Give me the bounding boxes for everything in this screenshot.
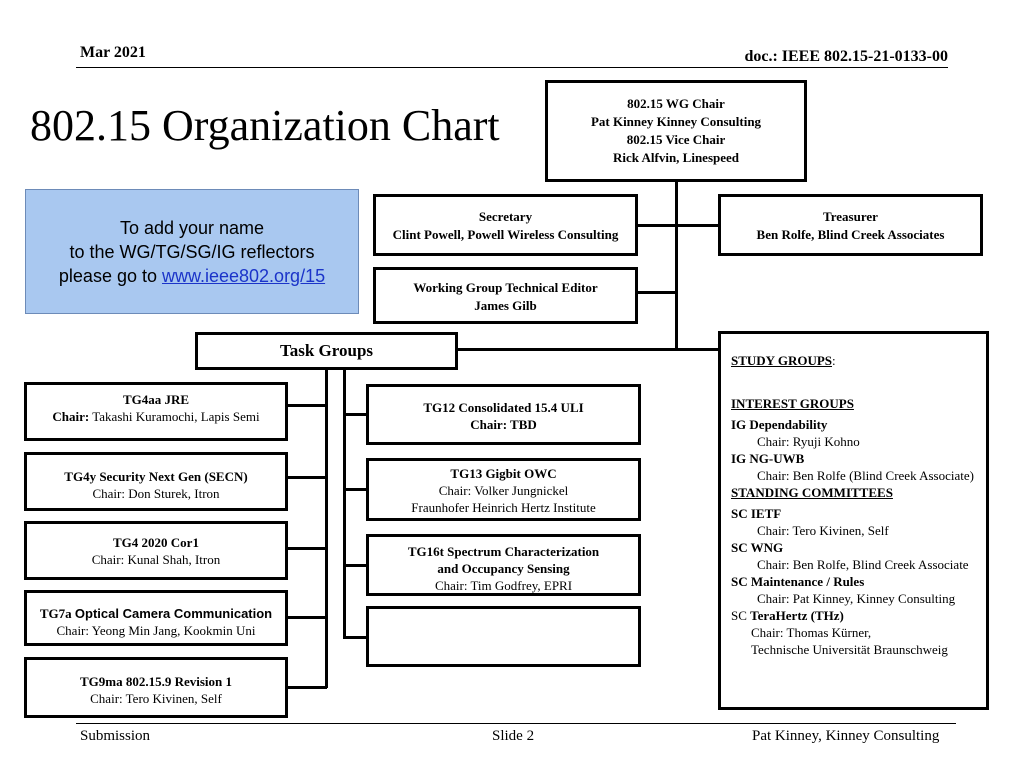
- tg-box-tg16t: TG16t Spectrum Characterization and Occu…: [366, 534, 641, 596]
- connector-tg-mid-2: [343, 488, 368, 491]
- connector-tg-left-2: [286, 476, 327, 479]
- connector-trunk: [675, 181, 678, 350]
- sc-terahertz-org: Technische Universität Braunschweig: [751, 642, 948, 657]
- tg-box-tg12: TG12 Consolidated 15.4 ULI Chair: TBD: [366, 384, 641, 445]
- tg-box-tg4aa: TG4aa JRE Chair: Takashi Kuramochi, Lapi…: [24, 382, 288, 441]
- tg-chair-name: Takashi Kuramochi, Lapis Semi: [89, 409, 260, 424]
- wg-chair-box: 802.15 WG Chair Pat Kinney Kinney Consul…: [545, 80, 807, 182]
- tg-title: TG4 2020 Cor1: [113, 535, 199, 550]
- task-groups-label: Task Groups: [279, 341, 374, 360]
- study-groups-colon: :: [832, 353, 836, 368]
- tg-box-tg13: TG13 Gigbit OWC Chair: Volker Jungnickel…: [366, 458, 641, 521]
- sc-wng: SC WNG: [731, 540, 784, 555]
- sc-wng-chair: Chair: Ben Rolfe, Blind Creek Associate: [757, 557, 969, 572]
- connector-tg-mid-1: [343, 413, 368, 416]
- tg-chair-label: Chair:: [52, 409, 90, 424]
- technical-editor-box: Working Group Technical Editor James Gil…: [373, 267, 638, 324]
- connector-tg-left-1: [286, 404, 327, 407]
- header-doc-id: doc.: IEEE 802.15-21-0133-00: [744, 48, 948, 65]
- tg-title: TG4y Security Next Gen (SECN): [64, 469, 248, 484]
- sc-terahertz-name: TeraHertz (THz): [750, 608, 844, 623]
- connector-tg-left-3: [286, 547, 327, 550]
- treasurer-name: Ben Rolfe, Blind Creek Associates: [756, 227, 945, 242]
- secretary-name: Clint Powell, Powell Wireless Consulting: [392, 227, 619, 242]
- tg-box-tg4y: TG4y Security Next Gen (SECN) Chair: Don…: [24, 452, 288, 511]
- tg-title: TG16t Spectrum Characterization: [407, 544, 600, 559]
- tg-chair: Chair: Don Sturek, Itron: [92, 486, 220, 501]
- sc-ietf-chair: Chair: Tero Kivinen, Self: [757, 523, 889, 538]
- header-date: Mar 2021: [80, 44, 146, 61]
- connector-tg-mid-4: [343, 636, 368, 639]
- ig-ng-uwb: IG NG-UWB: [731, 451, 805, 466]
- tg-org: Fraunhofer Heinrich Hertz Institute: [411, 500, 596, 515]
- tg-chair: Chair: Tim Godfrey, EPRI: [434, 578, 573, 593]
- connector-tg-left-spine: [325, 368, 328, 688]
- secretary-box: Secretary Clint Powell, Powell Wireless …: [373, 194, 638, 256]
- reflector-link[interactable]: www.ieee802.org/15: [161, 266, 326, 286]
- ig-ng-uwb-chair: Chair: Ben Rolfe (Blind Creek Associate): [757, 468, 974, 483]
- ig-dependability-chair: Chair: Ryuji Kohno: [757, 434, 860, 449]
- treasurer-box: Treasurer Ben Rolfe, Blind Creek Associa…: [718, 194, 983, 256]
- tg-chair: Chair: Yeong Min Jang, Kookmin Uni: [56, 623, 256, 638]
- tg-title: TG12 Consolidated 15.4 ULI: [423, 400, 584, 415]
- wg-chair-title: 802.15 WG Chair: [627, 96, 725, 111]
- sc-maintenance-rules: SC Maintenance / Rules: [731, 574, 865, 589]
- connector-tg-mid-3: [343, 564, 368, 567]
- tg-title: TG7a Optical Camera Communication: [27, 605, 285, 622]
- connector-tg-mid-spine: [343, 368, 346, 638]
- info-line-2: to the WG/TG/SG/IG reflectors: [69, 242, 315, 262]
- connector-tg-left-5: [286, 686, 327, 689]
- tg-chair: Chair: Tero Kivinen, Self: [90, 691, 222, 706]
- tg-chair: Chair: TBD: [470, 417, 537, 432]
- tg-title: TG13 Gigbit OWC: [450, 466, 557, 481]
- secretary-title: Secretary: [478, 209, 533, 224]
- info-line-1: To add your name: [119, 218, 265, 238]
- info-line-3: please go to www.ieee802.org/15: [26, 264, 358, 288]
- tg-box-empty: [366, 606, 641, 667]
- groups-panel: STUDY GROUPS: INTEREST GROUPS IG Dependa…: [718, 331, 989, 710]
- connector-secretary-treasurer: [636, 224, 720, 227]
- info-line-3-prefix: please go to: [58, 266, 162, 286]
- tg-title-prefix: TG7a: [39, 606, 75, 621]
- study-groups-heading: STUDY GROUPS:: [731, 352, 1024, 369]
- vice-chair-title: 802.15 Vice Chair: [626, 132, 726, 147]
- footer-submission: Submission: [80, 728, 151, 744]
- wg-chair-name: Pat Kinney Kinney Consulting: [590, 114, 762, 129]
- tg-title: TG9ma 802.15.9 Revision 1: [79, 674, 233, 689]
- connector-editor: [636, 291, 676, 294]
- sc-ietf: SC IETF: [731, 506, 782, 521]
- sc-maintenance-rules-chair: Chair: Pat Kinney, Kinney Consulting: [757, 591, 956, 606]
- footer-rule: [76, 723, 956, 724]
- tg-box-tg7a: TG7a Optical Camera Communication Chair:…: [24, 590, 288, 646]
- tg-box-tg4-2020-cor1: TG4 2020 Cor1 Chair: Kunal Shah, Itron: [24, 521, 288, 580]
- task-groups-box: Task Groups: [195, 332, 458, 370]
- standing-committees-heading: STANDING COMMITTEES: [731, 485, 893, 500]
- technical-editor-title: Working Group Technical Editor: [413, 280, 598, 295]
- tg-box-tg9ma: TG9ma 802.15.9 Revision 1 Chair: Tero Ki…: [24, 657, 288, 718]
- page-title: 802.15 Organization Chart: [30, 101, 500, 150]
- tg-title: TG4aa JRE: [122, 392, 190, 407]
- footer-author: Pat Kinney, Kinney Consulting: [752, 728, 940, 744]
- sc-terahertz-prefix: SC: [731, 608, 751, 623]
- connector-tg-left-4: [286, 616, 327, 619]
- study-groups-label: STUDY GROUPS: [731, 353, 833, 368]
- tg-title-line-2: and Occupancy Sensing: [437, 561, 570, 576]
- tg-chair: Chair: Takashi Kuramochi, Lapis Semi: [27, 408, 285, 425]
- tg-chair: Chair: Kunal Shah, Itron: [91, 552, 221, 567]
- footer-slide-number: Slide 2: [492, 728, 535, 744]
- tg-title-rest: Optical Camera Communication: [74, 606, 273, 621]
- vice-chair-name: Rick Alfvin, Linespeed: [612, 150, 740, 165]
- technical-editor-name: James Gilb: [474, 298, 537, 313]
- sc-terahertz-chair: Chair: Thomas Kürner,: [751, 625, 872, 640]
- connector-taskgroups-studypanel: [456, 348, 718, 351]
- sc-terahertz: SC TeraHertz (THz): [731, 607, 1024, 624]
- treasurer-title: Treasurer: [823, 209, 878, 224]
- ig-dependability: IG Dependability: [731, 417, 828, 432]
- tg-chair: Chair: Volker Jungnickel: [438, 483, 569, 498]
- header-rule: [76, 67, 948, 68]
- reflector-info-box: To add your name to the WG/TG/SG/IG refl…: [25, 189, 359, 314]
- interest-groups-heading: INTEREST GROUPS: [731, 396, 854, 411]
